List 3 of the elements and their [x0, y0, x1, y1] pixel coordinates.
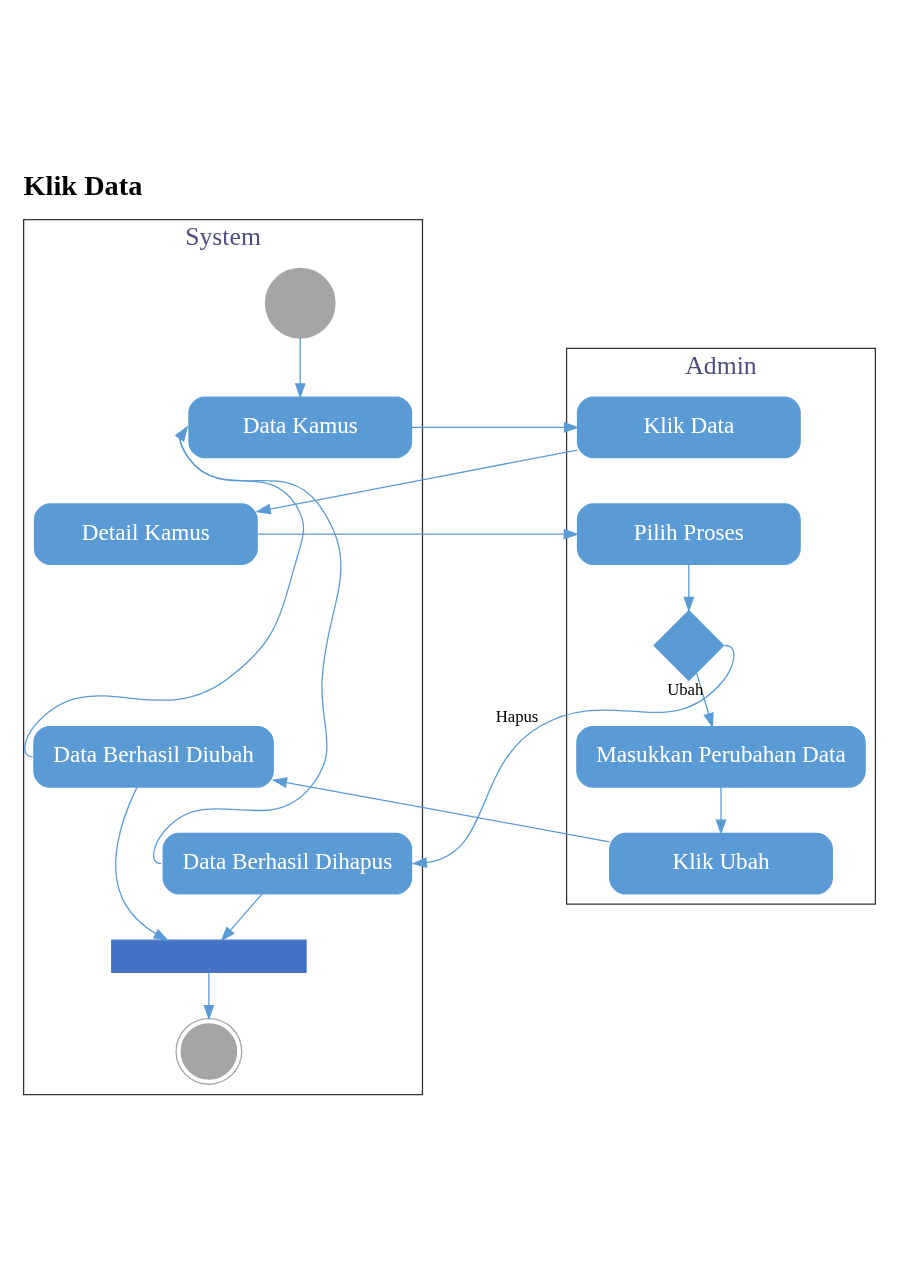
- edge-label: Ubah: [667, 680, 704, 700]
- diagram-title: Klik Data: [23, 169, 143, 201]
- edge-label: Hapus: [495, 706, 539, 726]
